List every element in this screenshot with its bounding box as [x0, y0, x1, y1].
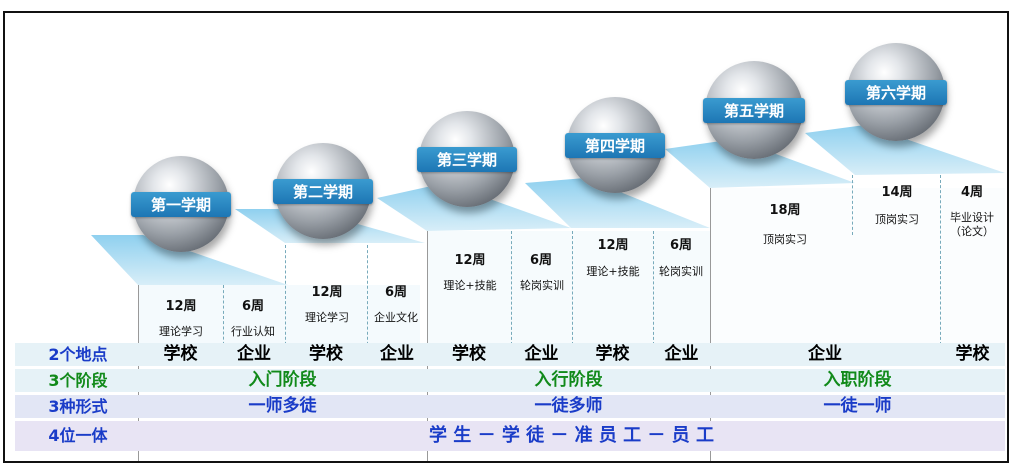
weeks-label: 6周: [241, 299, 265, 314]
divider: [367, 245, 368, 350]
semester-ball-3: 第三学期: [417, 111, 517, 207]
weeks-label: 12周: [165, 299, 197, 314]
staircase: [91, 125, 1005, 350]
form-cell: 一徒多师: [534, 396, 603, 416]
divider: [511, 231, 512, 350]
divider: [940, 175, 941, 350]
stages-row: 3个阶段 入门阶段 入行阶段 入职阶段: [15, 369, 1005, 392]
weeks-label: 12周: [454, 253, 486, 268]
row-label: 3个阶段: [48, 371, 108, 390]
semester-label: 第一学期: [131, 192, 231, 218]
place-cell: 企业: [524, 344, 559, 364]
form-cell: 一师多徒: [248, 396, 317, 416]
divider: [653, 231, 654, 350]
weeks-label: 6周: [529, 253, 553, 268]
step-top-1: [91, 235, 288, 285]
divider: [285, 245, 286, 350]
semester-ball-6: 第六学期: [845, 43, 947, 141]
weeks-label: 12周: [597, 238, 629, 253]
place-cell: 企业: [664, 344, 699, 364]
place-cell: 学校: [309, 344, 343, 364]
divider: [223, 285, 224, 350]
content-label: 理论学习: [159, 325, 203, 338]
semester-ball-1: 第一学期: [131, 156, 231, 252]
weeks-label: 12周: [311, 285, 343, 300]
weeks-label: 4周: [960, 185, 984, 200]
content-label: 毕业设计（论文）: [950, 211, 994, 238]
divider: [710, 188, 711, 461]
unity-text: 学 生 － 学 徒 － 准 员 工 － 员 工: [429, 425, 714, 446]
divider: [572, 231, 573, 350]
semester-label: 第二学期: [273, 179, 373, 205]
place-cell: 企业: [380, 344, 414, 364]
place-cell: 学校: [163, 344, 198, 364]
weeks-label: 18周: [769, 203, 801, 218]
step-top-3: [377, 183, 571, 231]
content-label: 企业文化: [374, 311, 418, 324]
row-label: 4位一体: [48, 426, 108, 445]
place-cell: 学校: [955, 344, 990, 364]
place-cell: 企业: [237, 344, 271, 364]
row-label: 3种形式: [48, 397, 108, 416]
semester-ball-2: 第二学期: [273, 143, 373, 239]
stage-cell: 入职阶段: [823, 370, 892, 390]
place-cell: 企业: [808, 344, 842, 364]
content-label: 顶岗实习: [875, 213, 919, 226]
row-label: 2个地点: [48, 345, 108, 364]
weeks-label: 14周: [881, 185, 913, 200]
divider: [852, 175, 853, 235]
semester-label: 第三学期: [417, 147, 517, 173]
semester-label: 第四学期: [565, 133, 665, 159]
semester-ball-5: 第五学期: [703, 61, 805, 159]
content-label: 行业认知: [231, 325, 275, 338]
content-label: 轮岗实训: [659, 265, 703, 278]
weeks-label: 6周: [669, 238, 693, 253]
content-label: 轮岗实训: [520, 279, 564, 292]
place-cell: 学校: [452, 344, 486, 364]
diagram-frame: 第一学期 第二学期 第三学期 第四学期 第五学期 第六学期 12周 理论学习 6…: [3, 11, 1009, 463]
form-cell: 一徒一师: [823, 396, 892, 416]
content-label: 顶岗实习: [763, 233, 807, 246]
semester-label: 第六学期: [845, 80, 947, 106]
step-top-4: [525, 178, 710, 228]
unity-row: 4位一体 学 生 － 学 徒 － 准 员 工 － 员 工: [15, 421, 1005, 451]
content-label: 理论+技能: [586, 265, 640, 278]
place-cell: 学校: [595, 344, 630, 364]
content-label: 理论学习: [305, 311, 349, 324]
weeks-label: 6周: [384, 285, 408, 300]
forms-row: 3种形式 一师多徒 一徒多师 一徒一师: [15, 395, 1005, 418]
stage-cell: 入门阶段: [248, 370, 317, 390]
places-row: 2个地点 学校 企业 学校 企业 学校 企业 学校 企业 企业 学校: [15, 343, 1005, 366]
step-top-6: [805, 125, 1005, 175]
content-label: 理论+技能: [443, 279, 497, 292]
step-top-5: [665, 139, 855, 188]
semester-label: 第五学期: [703, 98, 805, 124]
stage-cell: 入行阶段: [534, 370, 603, 390]
semester-ball-4: 第四学期: [565, 97, 665, 193]
